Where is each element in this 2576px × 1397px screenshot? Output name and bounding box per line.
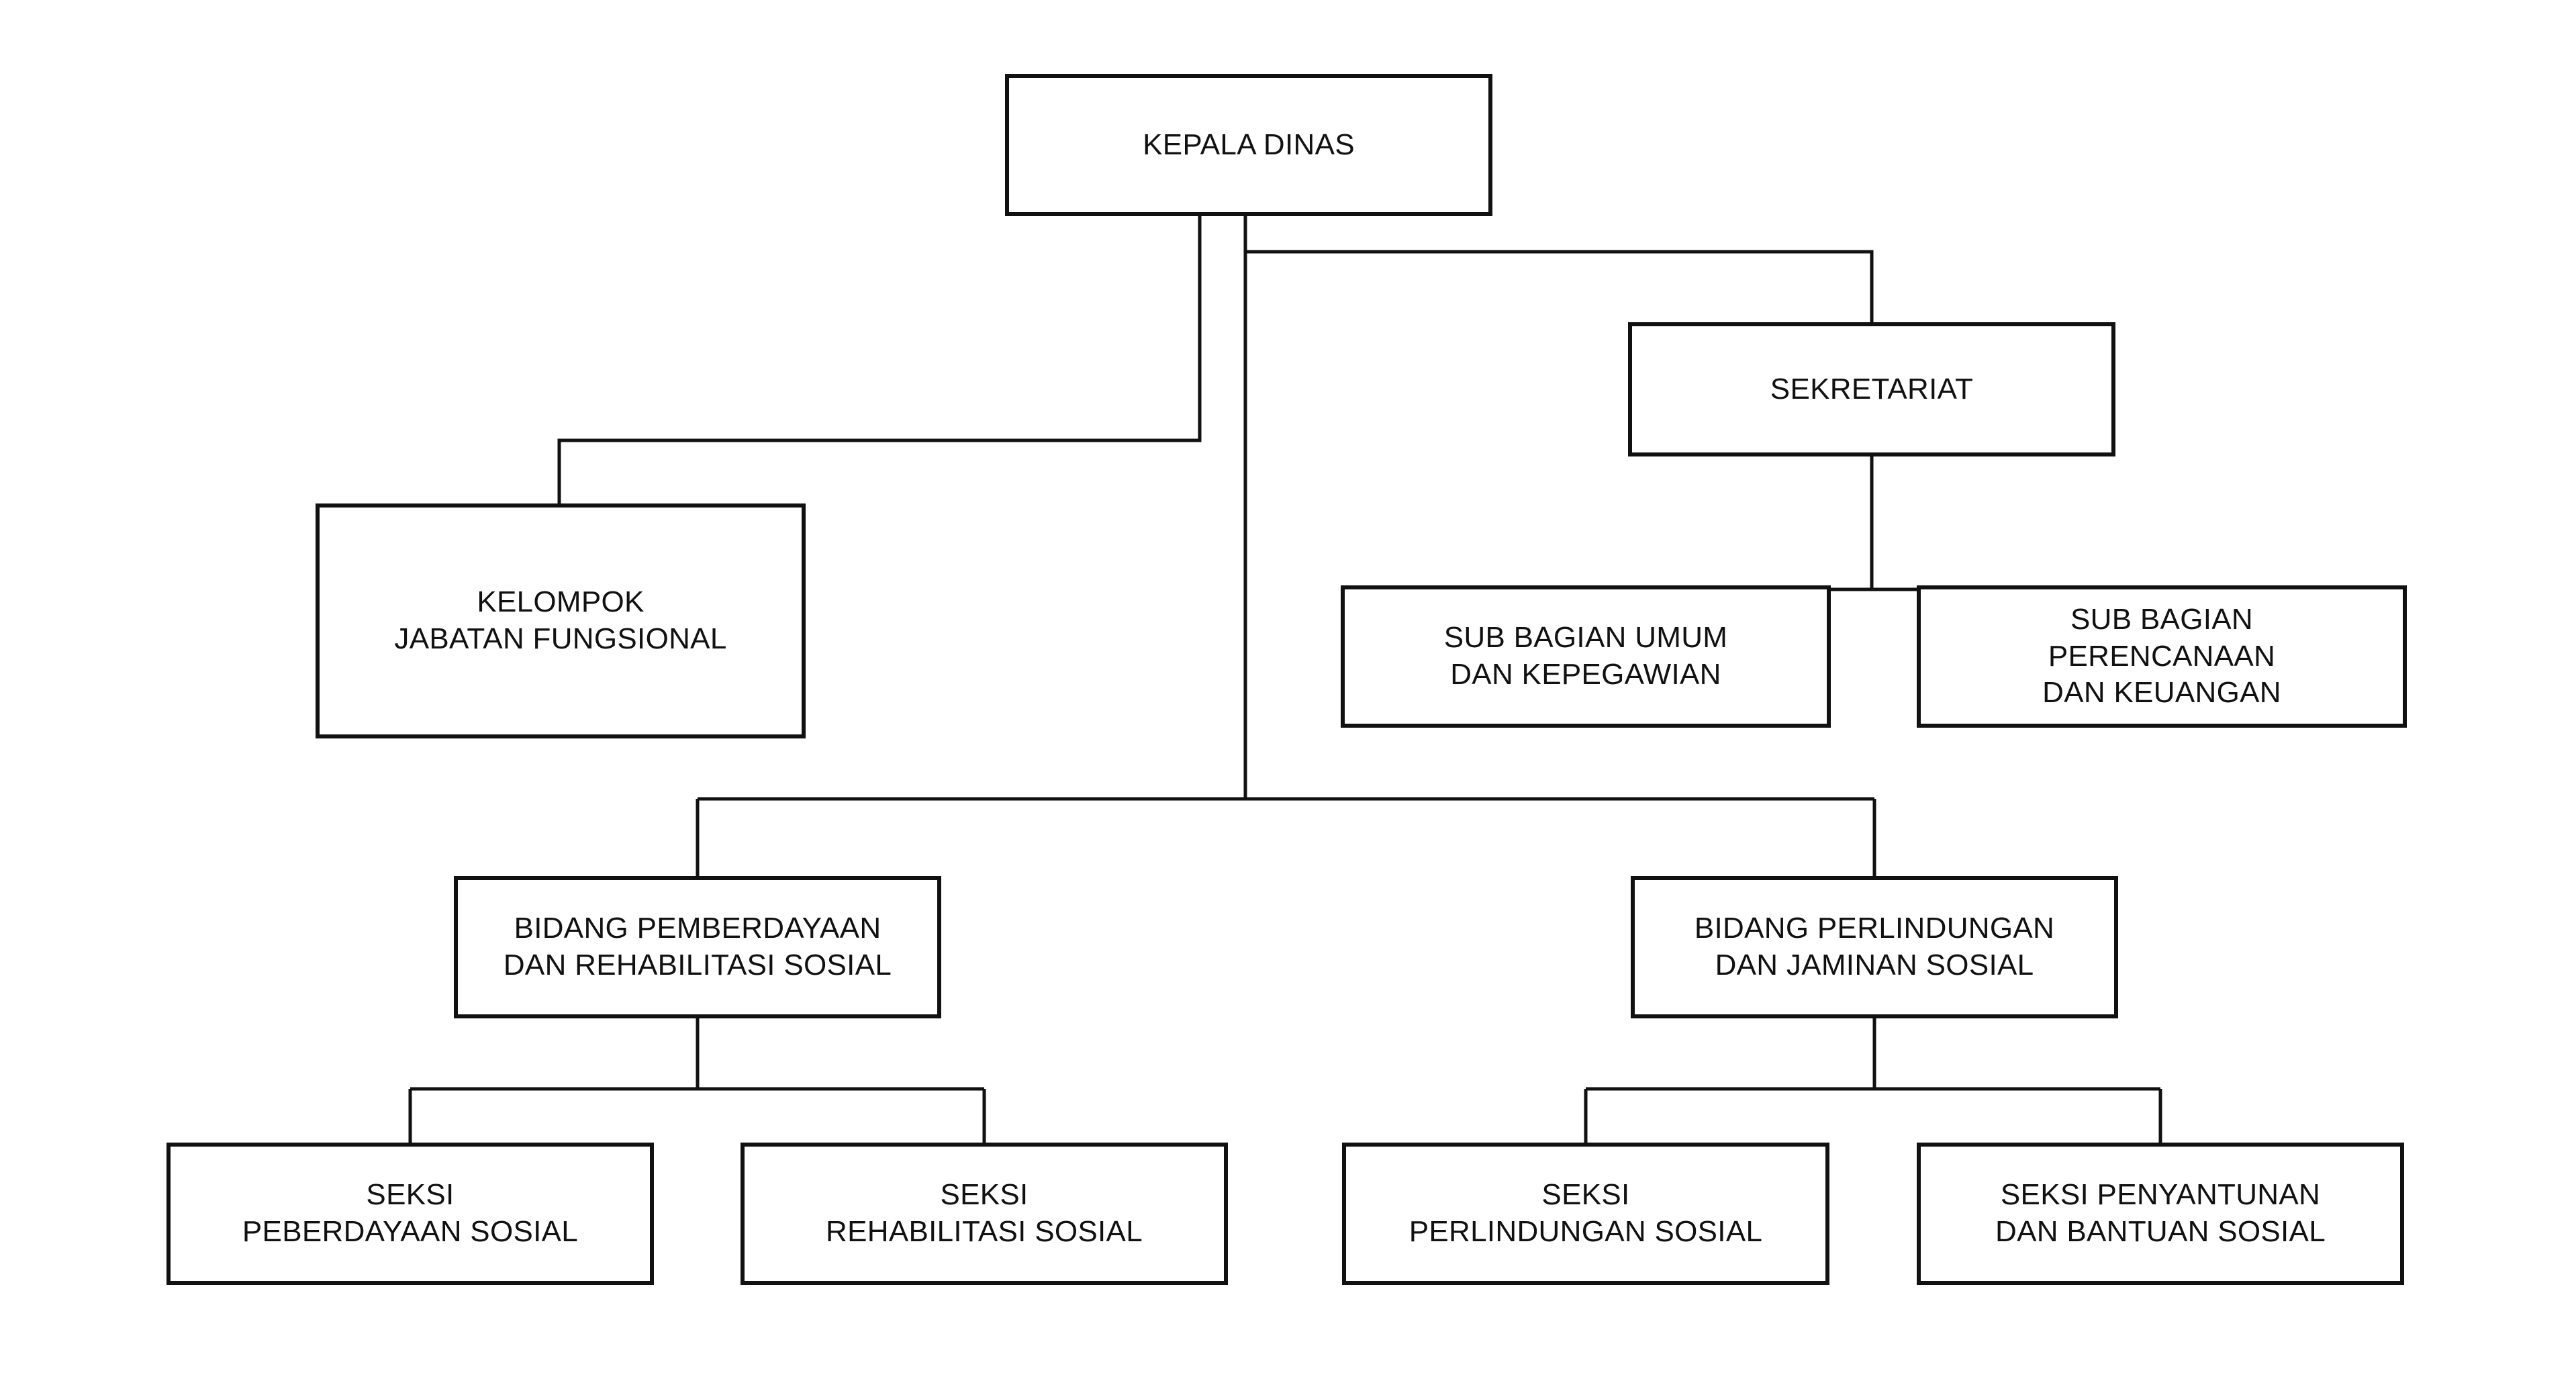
node-kepala-dinas[interactable]: KEPALA DINAS bbox=[1005, 74, 1492, 216]
node-sub-bagian-perencanaan[interactable]: SUB BAGIAN PERENCANAAN DAN KEUANGAN bbox=[1917, 585, 2407, 728]
node-sub-bagian-perencanaan-label: SUB BAGIAN PERENCANAAN DAN KEUANGAN bbox=[2042, 603, 2281, 710]
node-kepala-dinas-label: KEPALA DINAS bbox=[1143, 128, 1355, 161]
node-sub-bagian-umum-label: SUB BAGIAN UMUM DAN KEPEGAWIAN bbox=[1443, 621, 1728, 691]
node-sekretariat[interactable]: SEKRETARIAT bbox=[1628, 322, 2115, 456]
node-seksi-perlindungan-sosial[interactable]: SEKSI PERLINDUNGAN SOSIAL bbox=[1342, 1143, 1829, 1285]
node-bidang-perlindungan-label: BIDANG PERLINDUNGAN DAN JAMINAN SOSIAL bbox=[1694, 912, 2055, 981]
node-bidang-perlindungan[interactable]: BIDANG PERLINDUNGAN DAN JAMINAN SOSIAL bbox=[1631, 876, 2118, 1018]
node-seksi-penyantunan-bantuan[interactable]: SEKSI PENYANTUNAN DAN BANTUAN SOSIAL bbox=[1917, 1143, 2404, 1285]
node-seksi-rehabilitasi-sosial[interactable]: SEKSI REHABILITASI SOSIAL bbox=[741, 1143, 1228, 1285]
node-bidang-pemberdayaan-label: BIDANG PEMBERDAYAAN DAN REHABILITASI SOS… bbox=[503, 912, 892, 981]
node-seksi-peberdayaan-sosial[interactable]: SEKSI PEBERDAYAAN SOSIAL bbox=[166, 1143, 654, 1285]
node-seksi-peberdayaan-sosial-label: SEKSI PEBERDAYAAN SOSIAL bbox=[242, 1178, 579, 1248]
node-sub-bagian-umum[interactable]: SUB BAGIAN UMUM DAN KEPEGAWIAN bbox=[1341, 585, 1831, 728]
node-kelompok-jabatan-fungsional[interactable]: KELOMPOK JABATAN FUNGSIONAL bbox=[316, 503, 806, 738]
node-seksi-perlindungan-sosial-label: SEKSI PERLINDUNGAN SOSIAL bbox=[1409, 1178, 1763, 1248]
edge-kepala-to-kelompok bbox=[557, 216, 1202, 503]
node-kelompok-jabatan-fungsional-label: KELOMPOK JABATAN FUNGSIONAL bbox=[394, 585, 727, 655]
node-seksi-penyantunan-bantuan-label: SEKSI PENYANTUNAN DAN BANTUAN SOSIAL bbox=[1995, 1178, 2326, 1248]
node-sekretariat-label: SEKRETARIAT bbox=[1770, 372, 1974, 405]
edge-kepala-to-sekretariat bbox=[1245, 250, 1874, 322]
node-seksi-rehabilitasi-sosial-label: SEKSI REHABILITASI SOSIAL bbox=[826, 1178, 1143, 1248]
node-bidang-pemberdayaan[interactable]: BIDANG PEMBERDAYAAN DAN REHABILITASI SOS… bbox=[454, 876, 941, 1018]
